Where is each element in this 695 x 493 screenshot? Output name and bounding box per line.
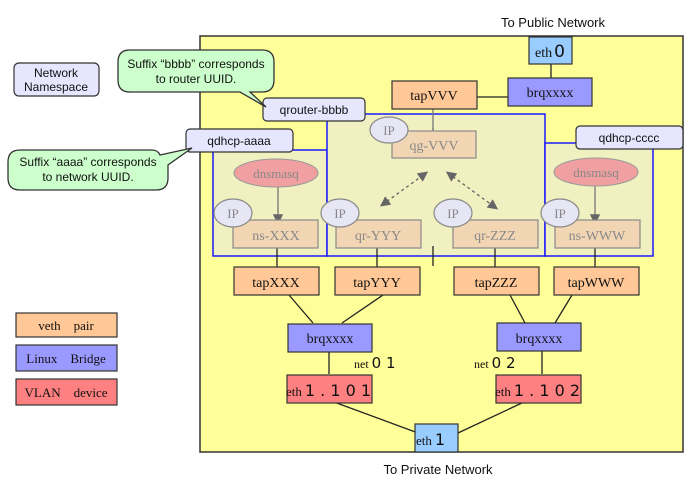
svg-text:tapWWW: tapWWW	[568, 276, 626, 291]
ns-xxx-port[interactable]: ns-XXX	[232, 219, 319, 249]
svg-text:VLAN device: VLAN device	[24, 385, 107, 400]
tap-www[interactable]: tapWWW	[553, 266, 640, 296]
svg-text:IP: IP	[383, 123, 395, 138]
svg-text:qr-YYY: qr-YYY	[355, 229, 401, 244]
legend-veth-pair: veth pair	[15, 312, 118, 338]
svg-text:IP: IP	[447, 206, 459, 221]
svg-text:tapXXX: tapXXX	[252, 276, 299, 291]
svg-text:brqxxxx: brqxxxx	[527, 86, 574, 101]
svg-text:IP: IP	[227, 206, 239, 221]
svg-text:Namespace: Namespace	[24, 80, 88, 94]
svg-text:brqxxxx: brqxxxx	[307, 332, 354, 347]
svg-text:to router UUID.: to router UUID.	[156, 72, 237, 86]
svg-text:qdhcp-cccc: qdhcp-cccc	[599, 131, 660, 145]
ip-ns-xxx: IP	[213, 198, 253, 228]
svg-text:tapVVV: tapVVV	[410, 89, 457, 104]
dnsmasq-left: dnsmasq	[233, 158, 319, 188]
svg-text:Network: Network	[34, 66, 79, 80]
ip-qr-zzz: IP	[433, 198, 473, 228]
svg-text:tapYYY: tapYYY	[353, 276, 400, 291]
private-network-label: To Private Network	[383, 462, 493, 477]
svg-text:brqxxxx: brqxxxx	[516, 332, 563, 347]
tap-vvv[interactable]: tapVVV	[391, 80, 478, 110]
svg-text:qr-ZZZ: qr-ZZZ	[474, 229, 516, 244]
svg-text:veth pair: veth pair	[38, 318, 94, 333]
public-network-label: To Public Network	[501, 15, 606, 30]
svg-text:to network UUID.: to network UUID.	[42, 170, 133, 184]
legend-linux-bridge: Linux Bridge	[15, 344, 118, 372]
ns-www-port[interactable]: ns-WWW	[554, 219, 641, 249]
svg-text:IP: IP	[554, 206, 566, 221]
ip-qr-yyy: IP	[320, 198, 360, 228]
connector-lines	[276, 63, 596, 434]
svg-text:dnsmasq: dnsmasq	[253, 166, 299, 181]
routing-arrows	[379, 171, 499, 210]
callout-network-uuid: Suffix “aaaa” corresponds to network UUI…	[7, 147, 193, 191]
svg-text:ns-WWW: ns-WWW	[569, 229, 627, 244]
callout-router-uuid: Suffix “bbbb” corresponds to router UUID…	[117, 49, 275, 108]
svg-text:ns-XXX: ns-XXX	[252, 229, 299, 244]
svg-text:Suffix “bbbb” corresponds: Suffix “bbbb” corresponds	[127, 57, 264, 71]
tap-yyy[interactable]: tapYYY	[334, 266, 421, 296]
svg-text:Linux Bridge: Linux Bridge	[26, 351, 106, 366]
namespace-tag-qdhcp-cccc[interactable]: qdhcp-cccc	[575, 125, 684, 150]
svg-text:qg-VVV: qg-VVV	[410, 139, 459, 154]
svg-text:tapZZZ: tapZZZ	[475, 276, 518, 291]
svg-text:Suffix “aaaa” corresponds: Suffix “aaaa” corresponds	[19, 155, 156, 169]
qr-zzz-port[interactable]: qr-ZZZ	[452, 219, 539, 249]
bridge-top[interactable]: brqxxxx	[507, 77, 593, 107]
svg-text:dnsmasq: dnsmasq	[573, 165, 619, 180]
legend-vlan-device: VLAN device	[15, 378, 118, 406]
namespace-tag-qdhcp-aaaa[interactable]: qdhcp-aaaa	[185, 128, 294, 153]
bridge-net02[interactable]: brqxxxx	[496, 322, 582, 352]
ip-ns-www: IP	[540, 198, 580, 228]
ip-qg: IP	[369, 116, 409, 144]
tap-zzz[interactable]: tapZZZ	[453, 266, 540, 296]
svg-text:qdhcp-aaaa: qdhcp-aaaa	[207, 134, 271, 148]
tap-xxx[interactable]: tapXXX	[233, 266, 320, 296]
svg-text:IP: IP	[334, 206, 346, 221]
bridge-net01[interactable]: brqxxxx	[287, 323, 373, 353]
namespace-tag-qrouter[interactable]: qrouter-bbbb	[262, 97, 366, 122]
legend-network-namespace: Network Namespace	[13, 62, 100, 97]
svg-text:qrouter-bbbb: qrouter-bbbb	[280, 103, 349, 117]
dnsmasq-right: dnsmasq	[553, 157, 639, 187]
